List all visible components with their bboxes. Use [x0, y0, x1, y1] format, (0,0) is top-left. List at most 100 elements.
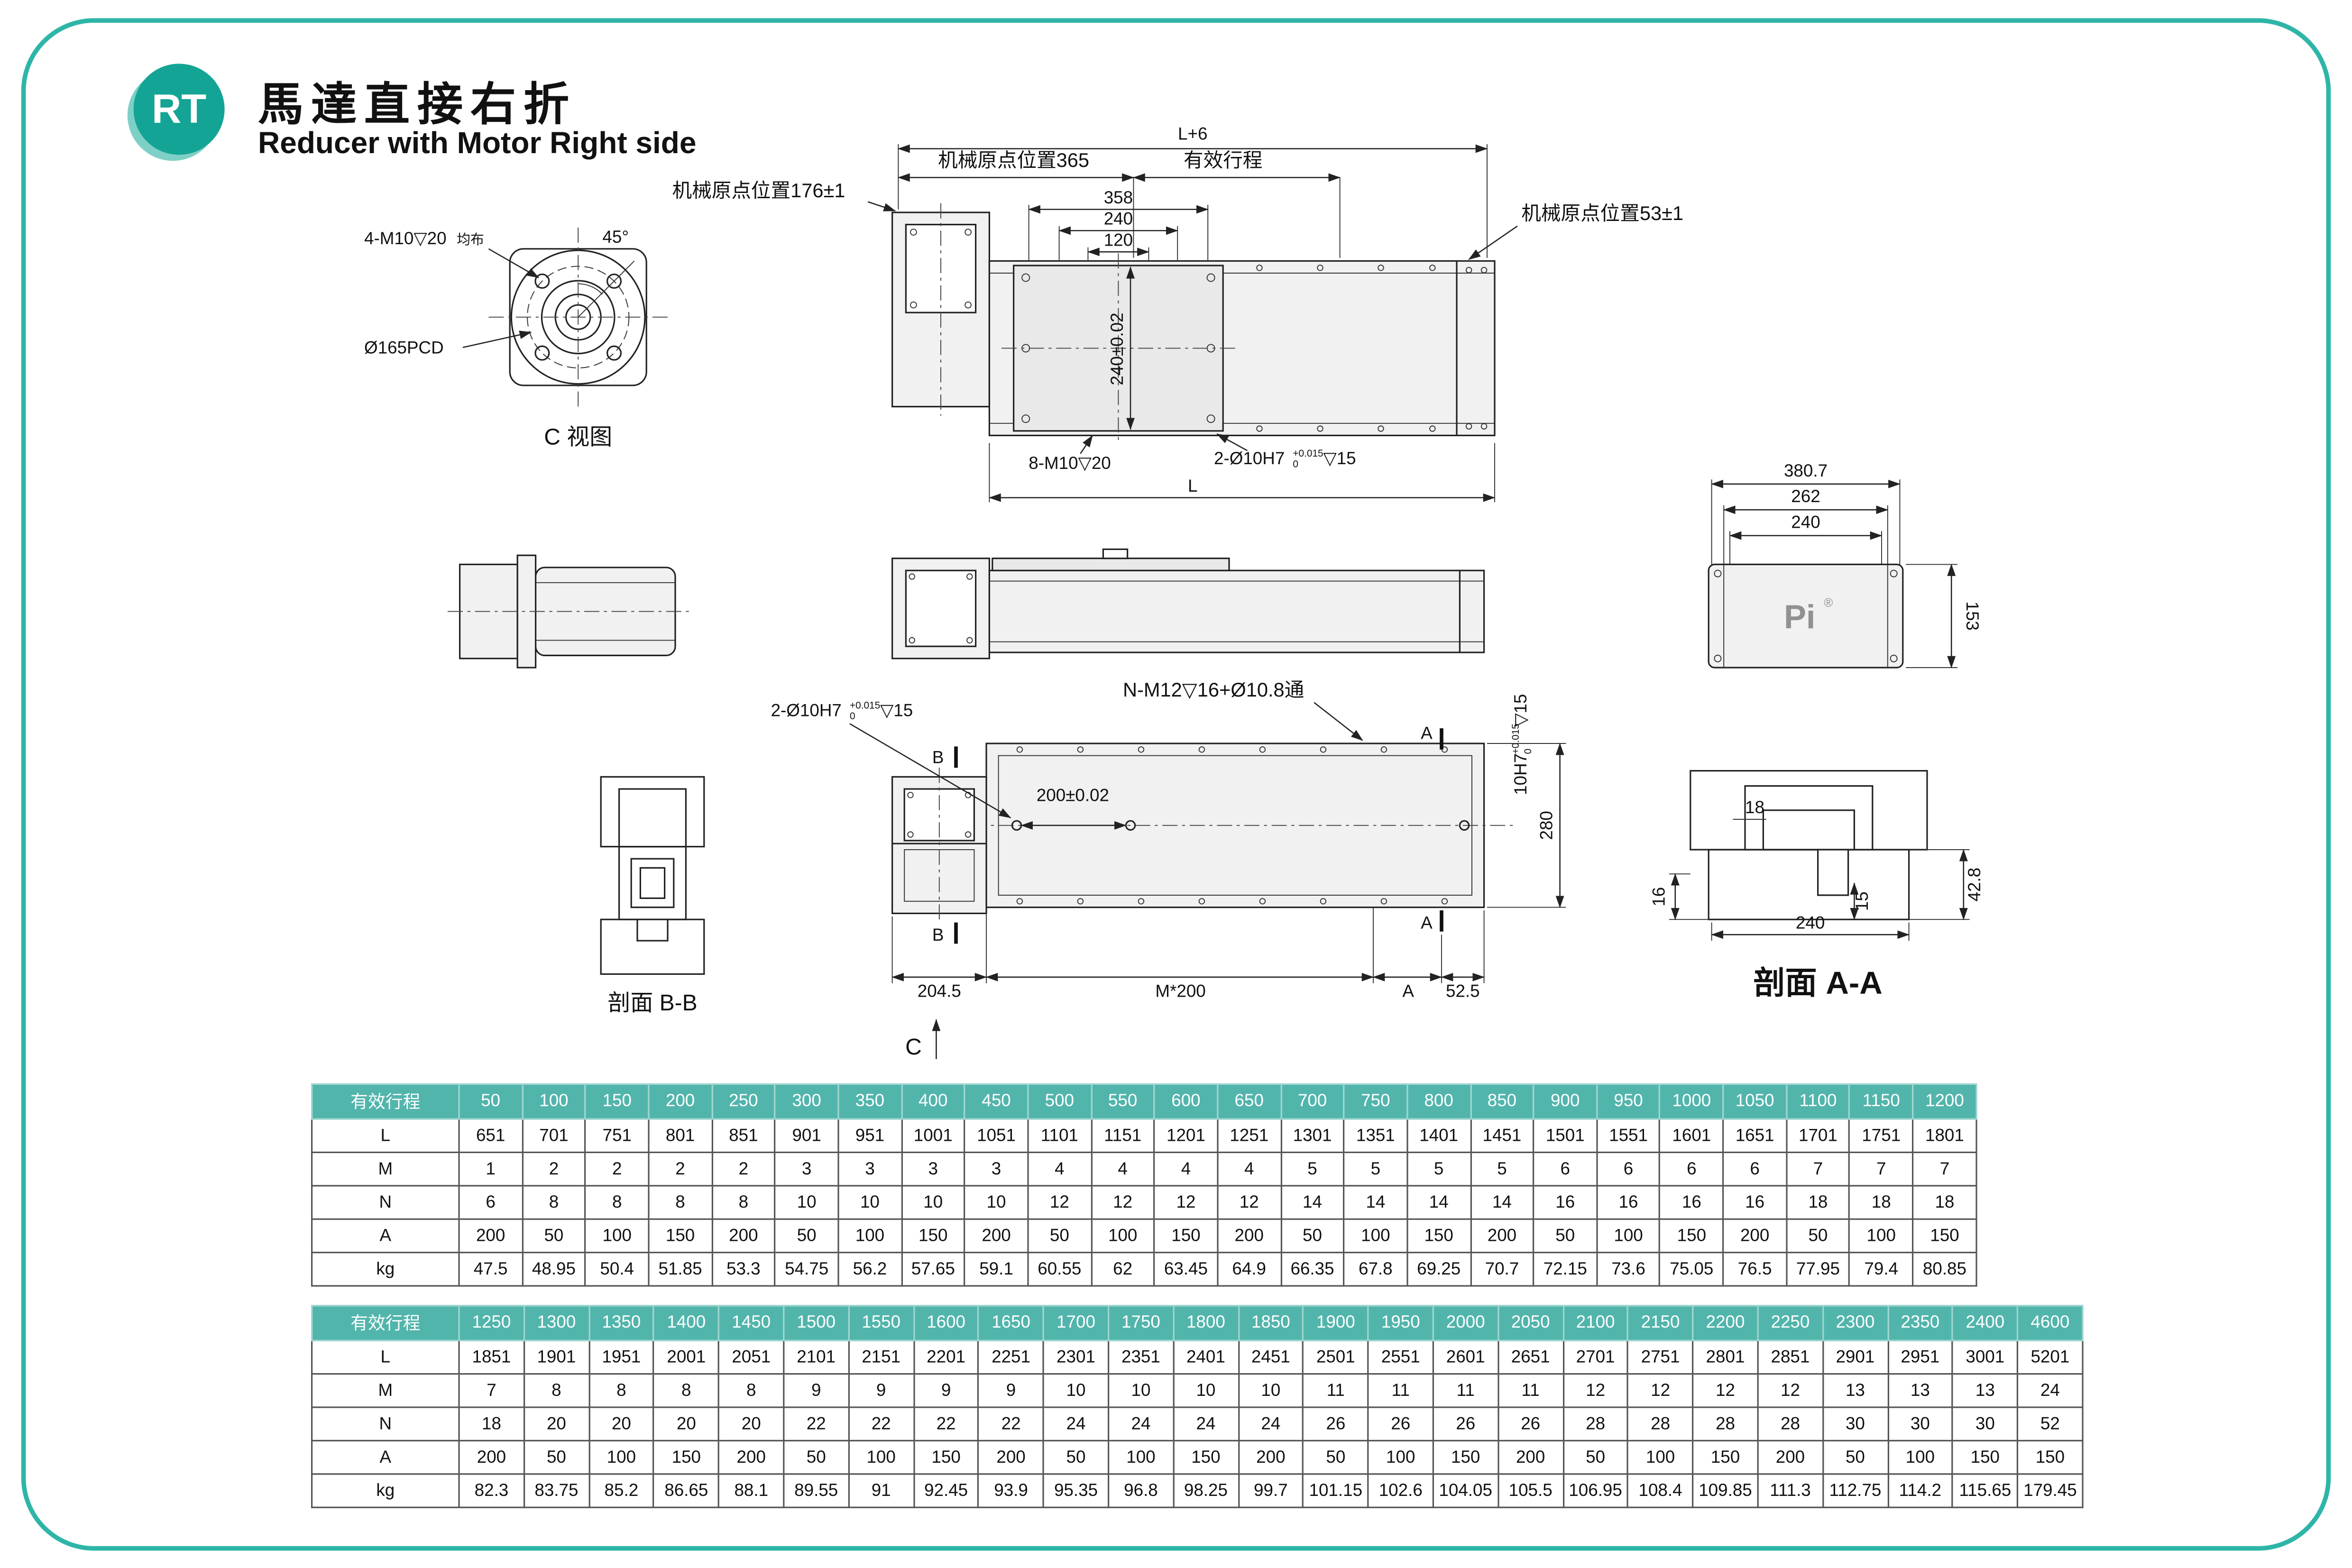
data-cell: 112.75: [1822, 1473, 1889, 1508]
data-cell: 51.85: [648, 1252, 713, 1287]
data-cell: 5: [1470, 1151, 1534, 1187]
data-cell: 8: [588, 1373, 655, 1408]
data-cell: 106.95: [1562, 1473, 1629, 1508]
dim-bolt-4m10: 4-M10▽20: [364, 229, 447, 248]
rt-badge-label: RT: [152, 85, 207, 131]
data-cell: 2: [585, 1151, 650, 1187]
data-cell: 5: [1406, 1151, 1471, 1187]
data-cell: 651: [458, 1118, 523, 1154]
data-cell: 701: [521, 1118, 587, 1154]
data-cell: 22: [913, 1406, 980, 1442]
row-label-cell: A: [311, 1440, 460, 1475]
data-cell: 5201: [2017, 1339, 2084, 1375]
data-cell: 13: [1887, 1373, 1954, 1408]
data-cell: 12: [1090, 1185, 1155, 1220]
dim-45deg: 45°: [602, 227, 629, 247]
data-cell: 901: [774, 1118, 839, 1154]
data-cell: 200: [458, 1440, 525, 1475]
data-cell: 6: [1722, 1151, 1787, 1187]
data-cell: 104.05: [1432, 1473, 1499, 1508]
stroke-value-cell: 1250: [458, 1305, 525, 1341]
top-view-drawing: L+6 机械原点位置365 有效行程 机械原点位置176±1 机械原点位置53±…: [672, 124, 1683, 503]
svg-text:+0.015: +0.015: [850, 700, 880, 711]
stroke-header-cell: 有效行程: [311, 1305, 460, 1341]
data-cell: 12: [1027, 1185, 1092, 1220]
svg-text:2-Ø10H7: 2-Ø10H7: [771, 700, 842, 720]
data-cell: 95.35: [1042, 1473, 1110, 1508]
stroke-value-cell: 2200: [1692, 1305, 1759, 1341]
data-cell: 2651: [1497, 1339, 1564, 1375]
data-cell: 6: [458, 1185, 523, 1220]
data-cell: 100: [848, 1440, 915, 1475]
data-cell: 50: [1785, 1218, 1851, 1254]
stroke-value-cell: 1950: [1367, 1305, 1434, 1341]
data-cell: 100: [1887, 1440, 1954, 1475]
data-cell: 1151: [1090, 1118, 1155, 1154]
svg-text:+0.015: +0.015: [1510, 724, 1521, 754]
rt-badge: RT: [133, 64, 225, 155]
dim-n-m12: N-M12▽16+Ø10.8通: [1123, 679, 1304, 701]
data-cell: 1251: [1217, 1118, 1282, 1154]
data-cell: 2851: [1757, 1339, 1824, 1375]
svg-text:10H7: 10H7: [1511, 753, 1530, 795]
data-cell: 100: [837, 1218, 902, 1254]
data-cell: 98.25: [1172, 1473, 1239, 1508]
row-label-cell: M: [311, 1373, 460, 1408]
dim-pin2-plan: 2-Ø10H7 +0.015 0 ▽15: [771, 700, 913, 721]
data-cell: 115.65: [1952, 1473, 2019, 1508]
stroke-value-cell: 1400: [653, 1305, 720, 1341]
data-cell: 2051: [718, 1339, 785, 1375]
data-cell: 150: [1153, 1218, 1219, 1254]
dim-380-7: 380.7: [1784, 461, 1828, 480]
dim-200-tol: 200±0.02: [1037, 786, 1109, 805]
data-cell: 70.7: [1470, 1252, 1534, 1287]
svg-text:0: 0: [1293, 459, 1298, 470]
data-cell: 24: [1237, 1406, 1304, 1442]
data-cell: 18: [1785, 1185, 1851, 1220]
data-cell: 26: [1432, 1406, 1499, 1442]
data-cell: 80.85: [1912, 1252, 1977, 1287]
data-cell: 75.05: [1659, 1252, 1724, 1287]
stroke-value-cell: 1550: [848, 1305, 915, 1341]
data-cell: 200: [711, 1218, 776, 1254]
dim-240-plate: 240: [1791, 513, 1820, 532]
data-cell: 14: [1470, 1185, 1534, 1220]
data-cell: 2401: [1172, 1339, 1239, 1375]
data-cell: 24: [2017, 1373, 2084, 1408]
data-cell: 1601: [1659, 1118, 1724, 1154]
data-cell: 100: [588, 1440, 655, 1475]
data-cell: 48.95: [521, 1252, 587, 1287]
data-cell: 53.3: [711, 1252, 776, 1287]
data-cell: 2701: [1562, 1339, 1629, 1375]
data-cell: 50.4: [585, 1252, 650, 1287]
stroke-value-cell: 1750: [1107, 1305, 1175, 1341]
data-cell: 28: [1757, 1406, 1824, 1442]
data-cell: 54.75: [774, 1252, 839, 1287]
data-cell: 26: [1302, 1406, 1369, 1442]
data-cell: 100: [585, 1218, 650, 1254]
data-cell: 22: [848, 1406, 915, 1442]
stroke-value-cell: 1300: [523, 1305, 590, 1341]
data-cell: 30: [1952, 1406, 2019, 1442]
data-cell: 47.5: [458, 1252, 523, 1287]
dim-280: 280: [1537, 811, 1556, 840]
data-cell: 3: [774, 1151, 839, 1187]
data-cell: 6: [1533, 1151, 1598, 1187]
row-label-cell: M: [311, 1151, 460, 1187]
data-cell: 200: [1217, 1218, 1282, 1254]
data-cell: 851: [711, 1118, 776, 1154]
data-cell: 4: [1217, 1151, 1282, 1187]
stroke-value-cell: 400: [900, 1083, 965, 1120]
data-cell: 1301: [1280, 1118, 1345, 1154]
side-view-motor-drawing: [448, 554, 691, 669]
dim-origin-176: 机械原点位置176±1: [672, 179, 845, 202]
data-cell: 79.4: [1849, 1252, 1914, 1287]
data-cell: 150: [1172, 1440, 1239, 1475]
data-cell: 12: [1692, 1373, 1759, 1408]
